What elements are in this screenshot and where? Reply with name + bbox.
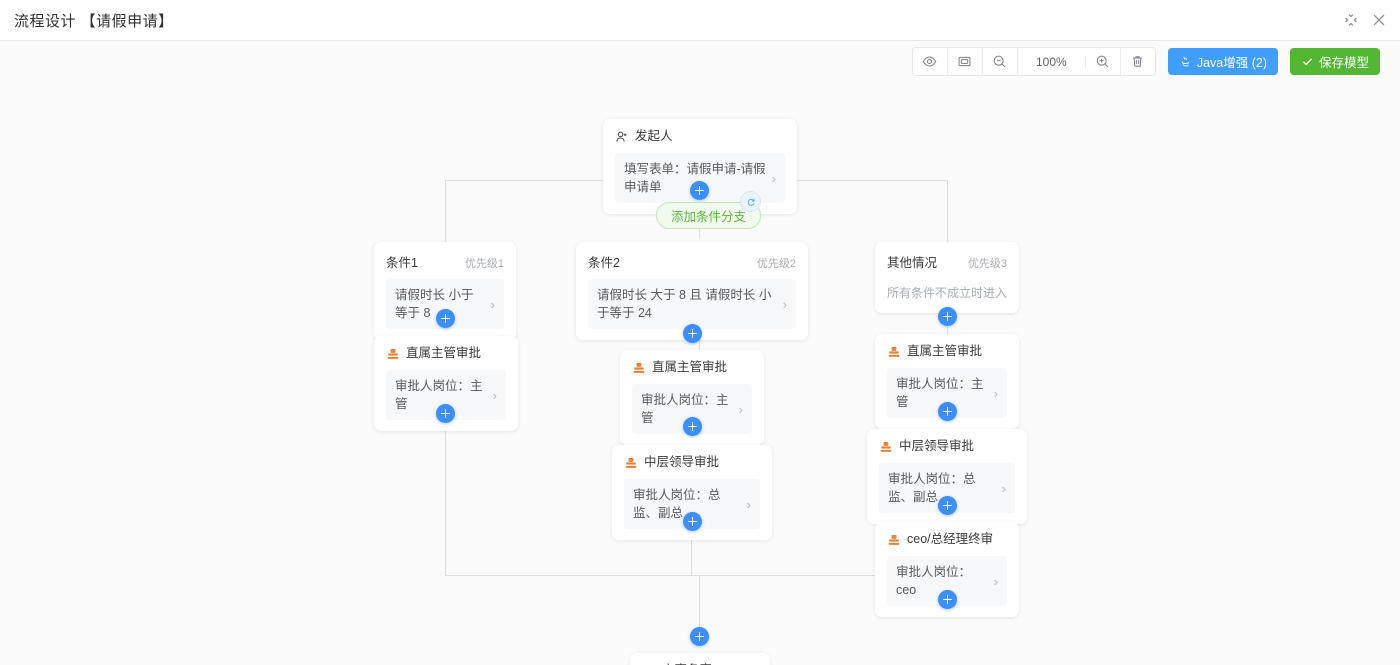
preview-eye-icon[interactable] [912,48,948,75]
node-condition-2-name: 条件2 [588,256,620,270]
node-approval-b3-2-title: 中层领导审批 [899,439,975,453]
add-node-button-b3-after-3[interactable] [938,590,957,609]
node-condition-3-expression: 所有条件不成立时进入 [887,286,1008,300]
node-approval-b1-1-role: 审批人岗位：主管 [395,379,483,411]
node-condition-3-header: 其他情况 优先级3 [887,252,1007,271]
stamp-icon [887,345,901,359]
stamp-icon [887,533,901,547]
add-node-button-b2-after-2[interactable] [683,512,702,531]
node-start-header: 发起人 [615,129,785,144]
node-condition-1-name: 条件1 [386,256,418,270]
node-condition-1-expression: 请假时长 小于等于 8 [395,288,474,320]
window-controls [1344,13,1400,27]
add-node-button-b2-after-1[interactable] [683,417,702,436]
zoom-in-button[interactable] [1085,48,1121,75]
chevron-right-icon: › [771,170,776,186]
add-node-button-branch-2[interactable] [683,324,702,343]
node-approval-b3-1-header: 直属主管审批 [887,344,1007,359]
chevron-right-icon: › [746,496,751,512]
stamp-icon [386,347,400,361]
save-model-label: 保存模型 [1318,56,1369,70]
connector-bar-to-cond-1 [445,180,446,242]
stamp-icon [879,440,893,454]
node-approval-b2-1-role: 审批人岗位：主管 [641,393,729,425]
node-approval-b3-2-header: 中层领导审批 [879,439,1015,454]
node-start-form: 填写表单：请假申请-请假申请单 [624,162,766,194]
node-condition-3[interactable]: 其他情况 优先级3 所有条件不成立时进入 [875,242,1019,313]
add-condition-branch-button[interactable]: 添加条件分支 [656,202,762,229]
chevron-right-icon: › [993,385,998,401]
fit-canvas-icon[interactable] [947,48,983,75]
node-end-title: 人事备案 [662,663,712,665]
node-condition-3-priority: 优先级3 [967,258,1007,270]
add-node-button-start[interactable] [690,181,709,200]
chevron-right-icon: › [492,387,497,403]
node-approval-b3-2-role: 审批人岗位：总监、副总 [888,472,976,504]
java-enhance-label: Java增强 (2) [1196,56,1267,70]
java-enhance-button[interactable]: Java增强 (2) [1167,48,1278,75]
add-condition-branch-label: 添加条件分支 [671,210,747,224]
refresh-icon[interactable] [740,191,761,212]
flow-canvas[interactable]: 100% Java增强 (2) [0,41,1400,665]
node-condition-2-priority: 优先级2 [756,258,796,270]
node-approval-b2-1-title: 直属主管审批 [652,360,728,374]
node-condition-3-name: 其他情况 [887,256,938,270]
node-approval-b3-1-title: 直属主管审批 [907,344,983,358]
node-approval-b3-3-role: 审批人岗位：ceo [896,565,972,597]
node-approval-b3-3-title: ceo/总经理终审 [907,532,994,546]
add-node-button-branch-3[interactable] [938,307,957,326]
node-approval-b1-1-header: 直属主管审批 [386,346,506,361]
node-end-header: 人事备案 [642,663,758,665]
chevron-right-icon: › [782,296,787,312]
node-condition-3-body: 所有条件不成立时进入 [887,279,1007,302]
add-node-button-b3-after-2[interactable] [938,496,957,515]
connector-b1-node1-to-merge [445,398,446,576]
stamp-icon [632,361,646,375]
connector-bar-to-cond-3 [947,180,948,242]
node-approval-b2-1-header: 直属主管审批 [632,360,752,375]
add-node-button-b3-after-1[interactable] [938,402,957,421]
node-approval-b2-2-header: 中层领导审批 [624,455,760,470]
delete-trash-icon[interactable] [1120,48,1155,75]
node-approval-b2-2-title: 中层领导审批 [644,455,720,469]
add-node-button-after-merge[interactable] [690,627,709,646]
stamp-icon [624,456,638,470]
page-title: 流程设计 【请假申请】 [14,12,174,30]
node-condition-2-expression: 请假时长 大于 8 且 请假时长 小于等于 24 [597,288,772,320]
node-condition-2-body[interactable]: 请假时长 大于 8 且 请假时长 小于等于 24 › [588,279,796,329]
chevron-right-icon: › [993,573,998,589]
node-approval-b2-2-role: 审批人岗位：总监、副总 [633,488,721,520]
node-approval-b2-2-body[interactable]: 审批人岗位：总监、副总 › [624,479,760,529]
node-condition-2-header: 条件2 优先级2 [588,252,796,271]
save-model-button[interactable]: 保存模型 [1289,48,1380,75]
zoom-tool-group: 100% [911,47,1156,76]
connector-merge-to-end [699,575,700,645]
expand-icon[interactable] [1344,13,1358,27]
chevron-right-icon: › [738,401,743,417]
node-condition-1-priority: 优先级1 [464,258,504,270]
zoom-out-button[interactable] [982,48,1018,75]
zoom-level-display: 100% [1018,54,1086,69]
node-approval-b3-2-body[interactable]: 审批人岗位：总监、副总 › [879,463,1015,513]
window-titlebar: 流程设计 【请假申请】 [0,0,1400,41]
close-icon[interactable] [1372,13,1386,27]
node-start[interactable]: 发起人 填写表单：请假申请-请假申请单 › [603,119,797,214]
chevron-right-icon: › [1001,480,1006,496]
node-start-title: 发起人 [635,129,673,143]
flow-toolbar: 100% Java增强 (2) [911,47,1380,76]
user-plus-icon [615,130,629,144]
node-condition-1-header: 条件1 优先级1 [386,252,504,271]
node-approval-b3-1-role: 审批人岗位：主管 [896,377,984,409]
chevron-right-icon: › [490,296,495,312]
add-node-button-branch-1[interactable] [436,309,455,328]
connector-merge-bar-bottom [445,575,947,576]
node-end-hr-record[interactable]: 人事备案 审批人岗位：人事 › [630,653,770,665]
node-approval-b3-3-header: ceo/总经理终审 [887,532,1007,547]
add-node-button-b1-after-1[interactable] [436,404,455,423]
node-condition-2[interactable]: 条件2 优先级2 请假时长 大于 8 且 请假时长 小于等于 24 › [576,242,808,340]
node-approval-b1-1-title: 直属主管审批 [406,346,482,360]
